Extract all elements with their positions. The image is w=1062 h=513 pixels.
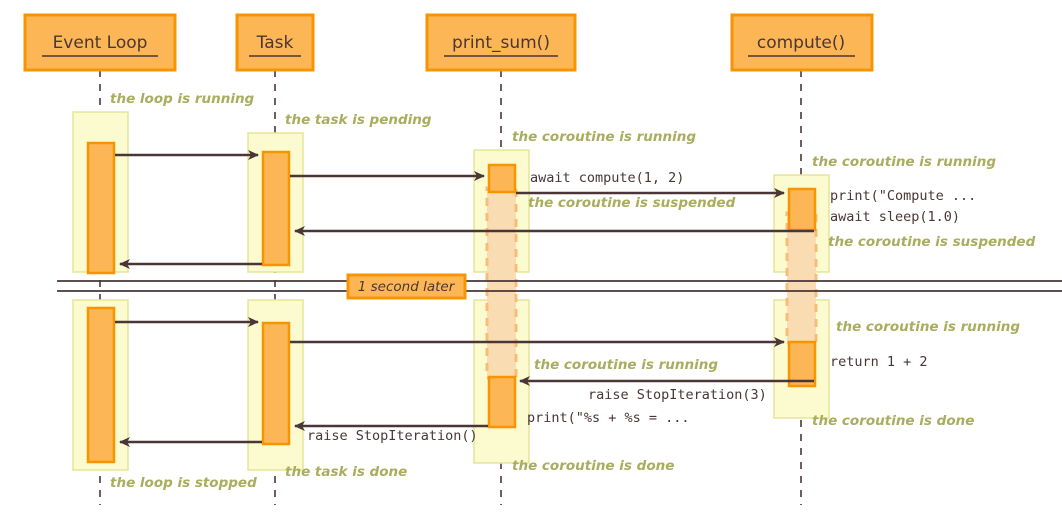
participant-print-sum[interactable]: print_sum() <box>425 13 577 72</box>
note-printsum-running-1: the coroutine is running <box>512 129 696 145</box>
time-divider-group: 1 second later <box>57 273 1062 300</box>
participant-box-compute[interactable] <box>730 13 874 72</box>
activation-event-loop-1 <box>86 141 116 275</box>
divider-badge <box>346 273 467 300</box>
msg-raise-stopiteration: raise StopIteration() <box>307 428 478 444</box>
note-compute-running-1: the coroutine is running <box>812 154 996 170</box>
divider-label: 1 second later <box>358 279 456 295</box>
activation-compute-1 <box>787 187 817 232</box>
msg-print-compute: print("Compute ... <box>830 188 976 204</box>
participant-box-event-loop[interactable] <box>23 13 177 72</box>
participant-box-task[interactable] <box>235 13 315 72</box>
suspended-print-sum <box>485 186 518 380</box>
activation-print-sum-2 <box>487 375 517 429</box>
note-printsum-suspended: the coroutine is suspended <box>528 195 736 211</box>
note-printsum-done: the coroutine is done <box>512 458 674 474</box>
note-compute-done: the coroutine is done <box>812 413 974 429</box>
note-task-done: the task is done <box>285 464 407 480</box>
participant-label-event-loop: Event Loop <box>53 33 148 53</box>
participant-event-loop[interactable]: Event Loop <box>23 13 177 72</box>
message-arrows <box>115 150 814 447</box>
msg-await-compute: await compute(1, 2) <box>530 170 684 186</box>
activation-compute-2 <box>787 340 817 388</box>
msg-print-result: print("%s + %s = ... <box>527 410 690 426</box>
participant-label-print-sum: print_sum() <box>452 33 550 53</box>
note-loop-stopped: the loop is stopped <box>110 475 257 491</box>
msg-await-sleep: await sleep(1.0) <box>830 209 960 225</box>
participant-task[interactable]: Task <box>235 13 315 72</box>
activation-task-1 <box>261 150 291 267</box>
state-note-labels: the loop is running the task is pending … <box>110 91 1036 491</box>
participant-compute[interactable]: compute() <box>730 13 874 72</box>
msg-return-sum: return 1 + 2 <box>830 354 928 370</box>
participant-headers: Event Loop Task print_sum() compute() <box>23 13 874 72</box>
participant-label-compute: compute() <box>757 33 845 53</box>
activation-task-2 <box>261 321 291 446</box>
participant-box-print-sum[interactable] <box>425 13 577 72</box>
note-loop-running: the loop is running <box>110 91 255 107</box>
note-compute-suspended: the coroutine is suspended <box>828 234 1036 250</box>
note-printsum-running-2: the coroutine is running <box>534 357 718 373</box>
activation-print-sum-1 <box>487 163 517 194</box>
note-task-pending: the task is pending <box>285 112 432 128</box>
message-labels: await compute(1, 2) print("Compute ... a… <box>307 170 976 444</box>
msg-raise-stopiteration-3: raise StopIteration(3) <box>588 387 767 403</box>
suspended-compute <box>785 211 818 345</box>
suspended-activations <box>485 186 818 380</box>
activation-event-loop-2 <box>86 306 116 464</box>
note-compute-running-2: the coroutine is running <box>836 319 1020 335</box>
participant-label-task: Task <box>256 33 294 53</box>
activation-bars <box>86 141 817 464</box>
